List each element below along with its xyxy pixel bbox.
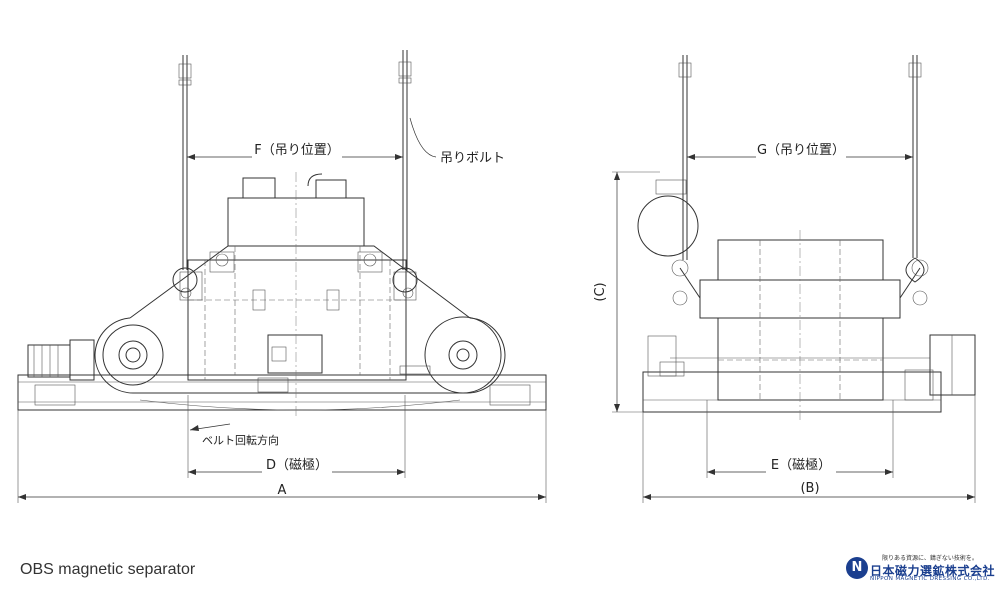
hanging-bolt-label: 吊りボルト (440, 151, 505, 166)
logo-tagline: 限りある資源に、錆ぎない技術を。 (882, 555, 978, 562)
dimension-c-label: (C) (593, 282, 608, 301)
logo-company-name: 日本磁力選鉱株式会社 (870, 564, 996, 578)
caption: OBS magnetic separator (20, 561, 196, 578)
dimension-e-label: E（磁極） (771, 457, 831, 473)
logo-mark-icon: N (846, 557, 868, 579)
belt-direction-label: ベルト回転方向 (202, 433, 279, 447)
dimension-g-label: G（吊り位置） (757, 143, 845, 158)
company-logo: N 限りある資源に、錆ぎない技術を。 日本磁力選鉱株式会社 NIPPON MAG… (846, 553, 995, 585)
dimension-d-label: D（磁極） (266, 457, 328, 473)
technical-drawing: F（吊り位置） 吊りボルト ベルト回転方向 D（磁極） A (17, 50, 976, 503)
dimension-a-label: A (278, 483, 287, 498)
side-view: G（吊り位置） (C) E（磁極） (B) (593, 55, 976, 503)
dimension-b-label: (B) (800, 481, 819, 496)
front-view: F（吊り位置） 吊りボルト ベルト回転方向 D（磁極） A (17, 50, 547, 503)
logo-english-name: NIPPON MAGNETIC DRESSING CO.,LTD. (870, 576, 990, 582)
dimension-f-label: F（吊り位置） (254, 143, 339, 158)
